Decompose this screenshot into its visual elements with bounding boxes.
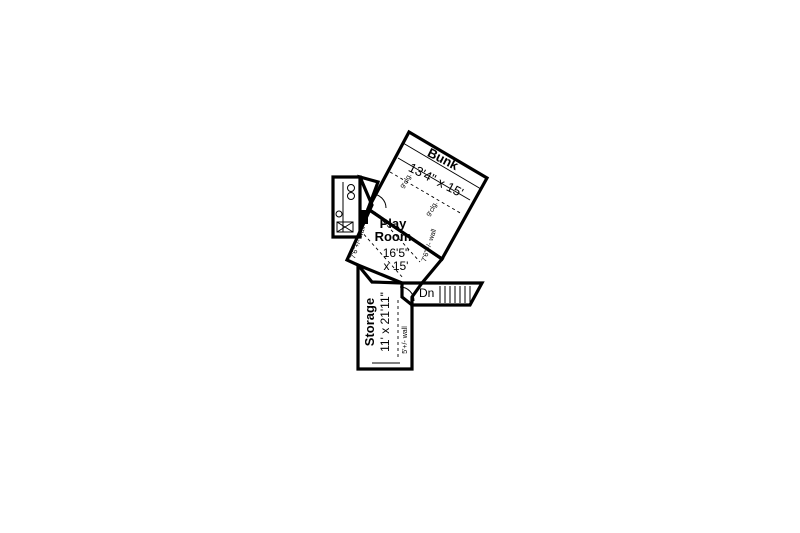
closet-area [331,175,368,239]
storage-size: 11' x 21'11" [378,292,392,352]
play-room-size-1: 16'5" [383,246,410,260]
stair-down-label: Dn [419,286,434,300]
storage-name: Storage [362,298,377,346]
play-room-name-1: Play [380,216,408,231]
play-room-name-2: Room [375,229,412,244]
wall-note-storage: 5'+/- wall [402,326,409,354]
stair [410,281,485,307]
clg-left-note: 9'clg. [400,172,414,190]
play-room-size-2: x 15' [384,259,409,273]
clg-right-note: 9'clg. [426,200,440,218]
